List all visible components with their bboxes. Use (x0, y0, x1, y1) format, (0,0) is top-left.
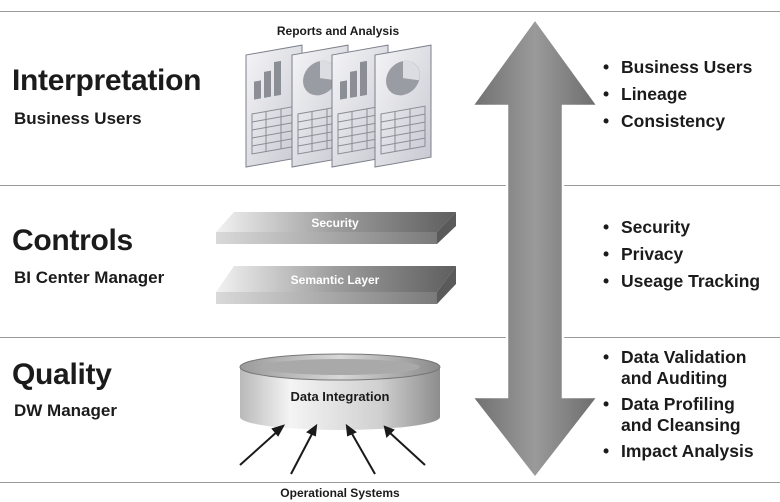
bullet-consistency: Consistency (603, 108, 752, 135)
interpretation-bullets: Business Users Lineage Consistency (603, 54, 752, 135)
separator-top (0, 11, 780, 12)
tier-subtitle-bi-center-manager: BI Center Manager (14, 268, 165, 287)
report-documents-icon (245, 44, 432, 168)
bullet-security: Security (603, 214, 760, 241)
data-integration-label: Data Integration (290, 389, 390, 404)
security-slab-icon (216, 212, 456, 244)
semantic-layer-label: Semantic Layer (290, 273, 380, 287)
bullet-business-users: Business Users (603, 54, 752, 81)
separator-1 (0, 185, 780, 186)
semantic-layer-slab-icon (216, 266, 456, 304)
data-integration-cylinder-icon (239, 353, 441, 430)
tier-title-controls: Controls (12, 224, 133, 257)
tier-subtitle-business-users: Business Users (14, 109, 142, 128)
tier-subtitle-dw-manager: DW Manager (14, 401, 117, 420)
operational-systems-label: Operational Systems (280, 486, 400, 500)
bullet-lineage: Lineage (603, 81, 752, 108)
reports-label: Reports and Analysis (276, 24, 400, 38)
security-layer-label: Security (311, 216, 359, 230)
tier-title-interpretation: Interpretation (12, 64, 202, 97)
separator-2 (0, 337, 780, 338)
bullet-privacy: Privacy (603, 241, 760, 268)
bullet-useage-tracking: Useage Tracking (603, 268, 760, 295)
controls-bullets: Security Privacy Useage Tracking (603, 214, 760, 295)
input-arrows-icon (239, 423, 426, 475)
separator-bottom (0, 482, 780, 483)
double-arrow-icon (469, 16, 601, 481)
tier-title-quality: Quality (12, 358, 112, 391)
bullet-impact-analysis: Impact Analysis (603, 441, 754, 462)
